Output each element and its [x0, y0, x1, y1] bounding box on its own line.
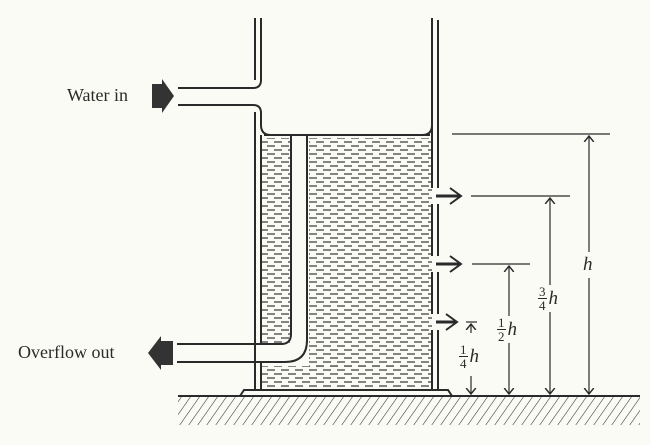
water-body — [262, 134, 432, 388]
tank-base — [239, 389, 453, 397]
overflow-pipe — [177, 136, 308, 363]
height-h-label: h — [583, 252, 593, 278]
fraction-denominator: 4 — [539, 298, 546, 313]
fraction-numerator: 3 — [538, 284, 547, 299]
fraction-variable: h — [469, 345, 480, 367]
fraction-numerator: 1 — [459, 342, 468, 357]
water-in-label: Water in — [67, 85, 129, 105]
tank-walls — [178, 18, 439, 390]
water-in-arrow-icon — [152, 79, 174, 113]
fraction-variable: h — [507, 318, 518, 340]
overflow-out-arrow-icon — [148, 336, 173, 370]
fraction-variable: h — [548, 287, 559, 309]
fraction-denominator: 2 — [498, 329, 505, 344]
overflow-out-label: Overflow out — [18, 342, 115, 362]
fraction-numerator: 1 — [497, 315, 506, 330]
fraction-denominator: 4 — [460, 356, 467, 371]
ground — [178, 395, 640, 425]
outlet-jets — [436, 187, 463, 331]
